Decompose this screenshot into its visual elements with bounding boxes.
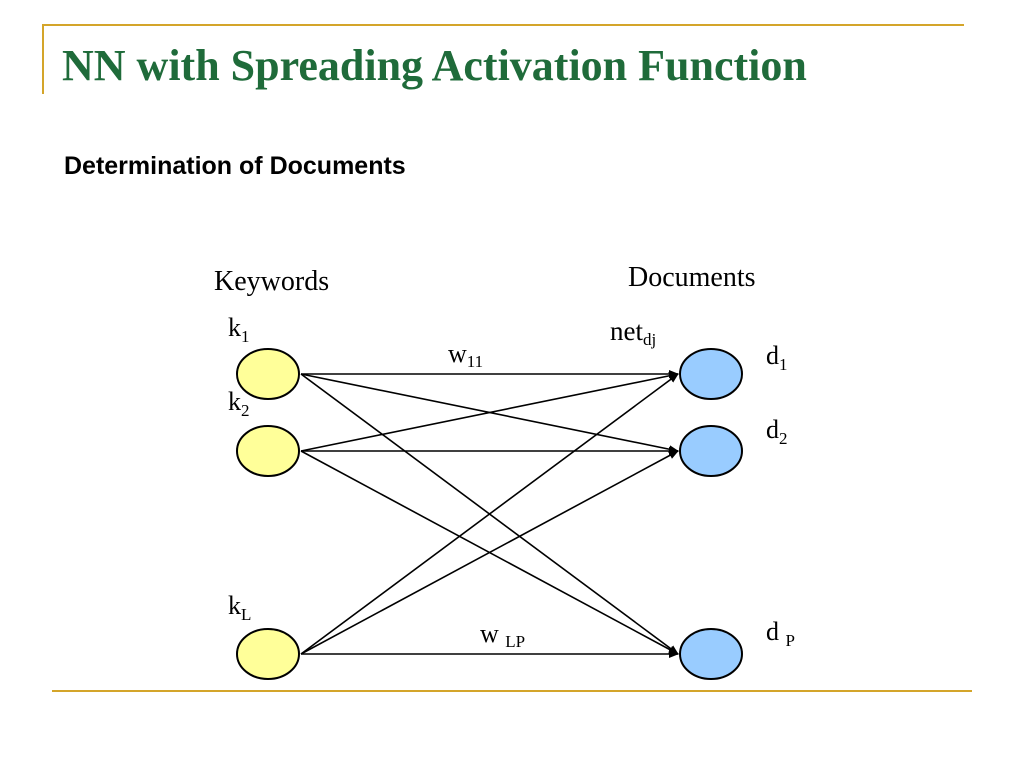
keyword-label-k2: k2 [228, 387, 250, 420]
document-node-d2 [679, 425, 743, 477]
weight-label-w11: w11 [448, 339, 483, 371]
documents-header: Documents [628, 262, 756, 293]
document-node-dp [679, 628, 743, 680]
keywords-header: Keywords [214, 266, 329, 297]
left-rule [42, 24, 44, 94]
slide-subtitle: Determination of Documents [64, 152, 406, 180]
slide-title: NN with Spreading Activation Function [62, 41, 807, 90]
keyword-label-k1: k1 [228, 313, 250, 346]
keyword-label-kl: kL [228, 591, 251, 624]
keyword-node-kl [236, 628, 300, 680]
weight-label-wlp: w LP [480, 619, 525, 651]
document-label-d2: d2 [766, 415, 788, 448]
connection-edges [300, 370, 679, 658]
document-label-d1: d1 [766, 341, 788, 374]
bottom-rule [52, 690, 972, 692]
keyword-node-k2 [236, 425, 300, 477]
edge-kl-d2 [300, 450, 679, 655]
net-dj-label: netdj [610, 316, 656, 349]
top-rule [42, 24, 964, 26]
keyword-node-k1 [236, 348, 300, 400]
edge-k2-d1 [300, 371, 679, 452]
document-label-dp: d P [766, 617, 795, 650]
document-node-d1 [679, 348, 743, 400]
edge-kl-d1 [300, 373, 679, 655]
